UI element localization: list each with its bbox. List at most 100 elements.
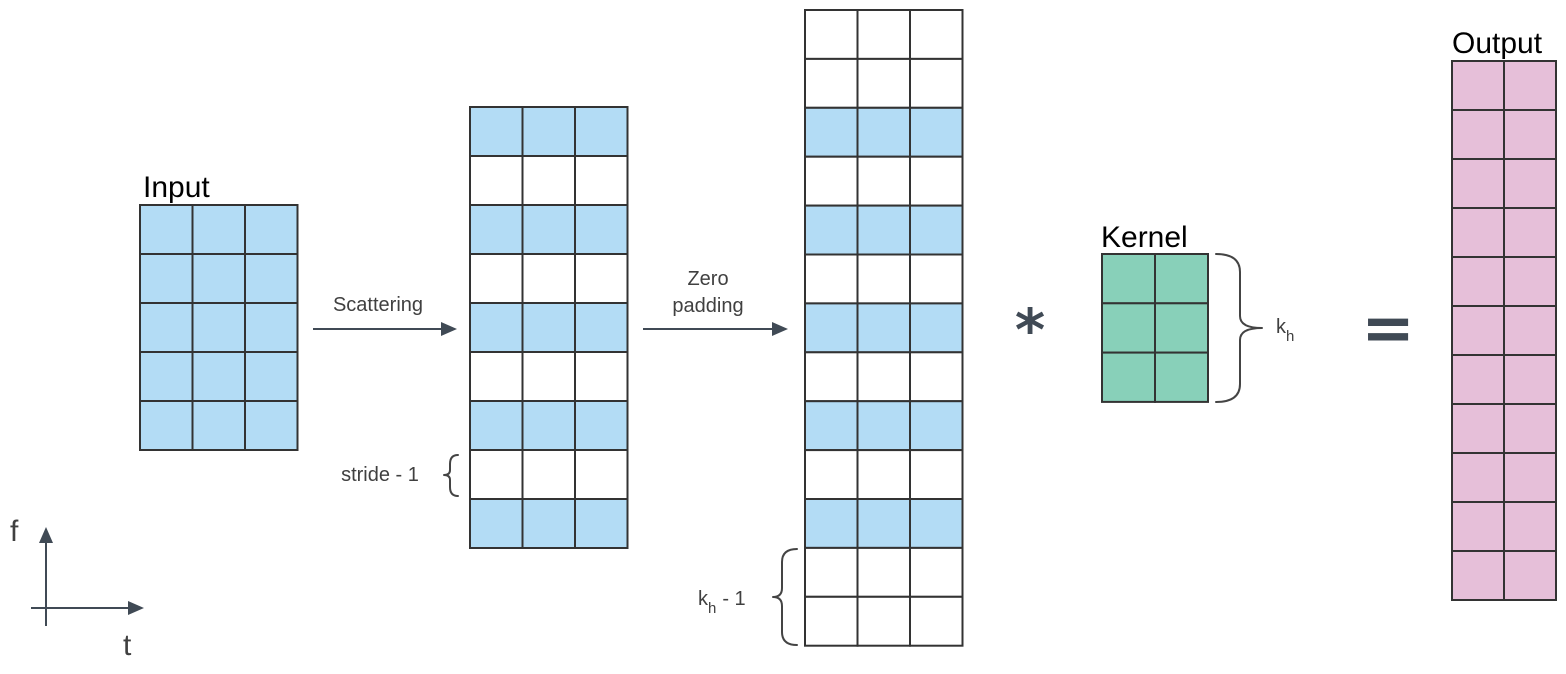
padded-cell-zero: [856, 155, 911, 207]
scattered-cell-input: [574, 400, 629, 451]
padded-cell-zero: [804, 57, 859, 109]
padded-cell-zero: [856, 57, 911, 109]
padded-cell-input: [856, 204, 911, 256]
padded-cell-zero: [909, 595, 964, 647]
output-cell-output: [1503, 158, 1557, 209]
input-title: Input: [143, 171, 210, 204]
scattered-cell-input: [574, 204, 629, 255]
padded-cell-zero: [909, 57, 964, 109]
output-cell-output: [1503, 256, 1557, 307]
scattered-cell-zero: [574, 155, 629, 206]
output-cell-output: [1451, 403, 1505, 454]
padded-cell-zero: [856, 9, 911, 60]
kernel-cell-kernel: [1101, 351, 1156, 403]
input-cell-input: [191, 400, 246, 451]
scattered-cell-zero: [469, 253, 524, 304]
padded-cell-zero: [856, 595, 911, 647]
kernel-cell-kernel: [1154, 302, 1209, 354]
input-cell-input: [244, 253, 299, 304]
scattered-cell-input: [521, 204, 576, 255]
scattered-cell-input: [574, 498, 629, 549]
output-cell-output: [1451, 109, 1505, 160]
padded-cell-zero: [804, 546, 859, 598]
output-cell-output: [1451, 60, 1505, 111]
padded-cell-input: [909, 204, 964, 256]
padded-cell-zero: [804, 9, 859, 60]
output-cell-output: [1503, 305, 1557, 356]
padded-cell-zero: [856, 546, 911, 598]
zero-padding-label-line1: Zero: [687, 268, 728, 290]
padded-cell-zero: [804, 351, 859, 403]
padded-cell-input: [804, 302, 859, 354]
padded-cell-zero: [909, 9, 964, 60]
padded-cell-input: [909, 106, 964, 158]
output-cell-output: [1503, 452, 1557, 503]
padded-cell-zero: [909, 351, 964, 403]
output-cell-output: [1503, 550, 1557, 601]
output-cell-output: [1451, 256, 1505, 307]
zero-padding-label-line2: padding: [672, 295, 743, 317]
padded-cell-zero: [804, 155, 859, 207]
stride-label: stride - 1: [341, 464, 419, 486]
kernel-cell-kernel: [1101, 302, 1156, 354]
input-cell-input: [191, 253, 246, 304]
padded-cell-zero: [909, 253, 964, 305]
padded-cell-input: [909, 400, 964, 452]
kernel-kh-k: k: [1276, 316, 1287, 338]
input-cell-input: [244, 400, 299, 451]
kernel-kh-label: kh: [1276, 316, 1294, 345]
input-cell-input: [244, 204, 299, 255]
scattered-cell-zero: [521, 253, 576, 304]
scattered-cell-input: [469, 302, 524, 353]
input-cell-input: [139, 204, 194, 255]
input-cell-input: [139, 400, 194, 451]
kh-minus-one-label: kh- 1: [698, 588, 746, 617]
kernel-cell-kernel: [1154, 351, 1209, 403]
kh-minus-one-brace: [772, 548, 798, 646]
scattered-cell-input: [521, 106, 576, 157]
kernel-kh-sub: h: [1286, 328, 1294, 345]
stride-brace: [443, 454, 459, 497]
padded-cell-input: [804, 204, 859, 256]
padded-cell-zero: [856, 449, 911, 501]
scattered-cell-input: [574, 302, 629, 353]
padded-cell-zero: [909, 155, 964, 207]
padded-cell-input: [909, 302, 964, 354]
input-cell-input: [191, 351, 246, 402]
kh-minus-one-sub: h: [708, 600, 716, 617]
kernel-cell-kernel: [1154, 253, 1209, 305]
padded-cell-zero: [856, 253, 911, 305]
output-cell-output: [1503, 354, 1557, 405]
scattered-cell-input: [469, 106, 524, 157]
output-cell-output: [1451, 158, 1505, 209]
kh-minus-one-k: k: [698, 588, 709, 610]
input-cell-input: [139, 253, 194, 304]
padded-cell-input: [856, 302, 911, 354]
scattered-cell-input: [574, 106, 629, 157]
scattering-label: Scattering: [333, 294, 423, 316]
scattered-cell-input: [521, 302, 576, 353]
output-cell-output: [1503, 60, 1557, 111]
output-cell-output: [1451, 452, 1505, 503]
scattered-grid: [469, 106, 629, 549]
kernel-title: Kernel: [1101, 221, 1188, 254]
padded-cell-zero: [804, 595, 859, 647]
output-cell-output: [1451, 354, 1505, 405]
padded-cell-zero: [804, 449, 859, 501]
scattered-cell-input: [521, 400, 576, 451]
convolution-operator: *: [1015, 296, 1045, 364]
kernel-kh-brace: [1215, 253, 1263, 403]
scattered-cell-zero: [521, 155, 576, 206]
scattering-arrow: [313, 322, 457, 336]
output-cell-output: [1503, 403, 1557, 454]
t-axis-label: t: [123, 629, 132, 662]
padded-cell-zero: [909, 449, 964, 501]
padded-cell-input: [856, 400, 911, 452]
input-cell-input: [244, 351, 299, 402]
input-cell-input: [191, 204, 246, 255]
zero-padded-grid: [804, 9, 964, 647]
output-cell-output: [1451, 207, 1505, 258]
zero-padding-arrow: [643, 322, 788, 336]
scattered-cell-input: [521, 498, 576, 549]
